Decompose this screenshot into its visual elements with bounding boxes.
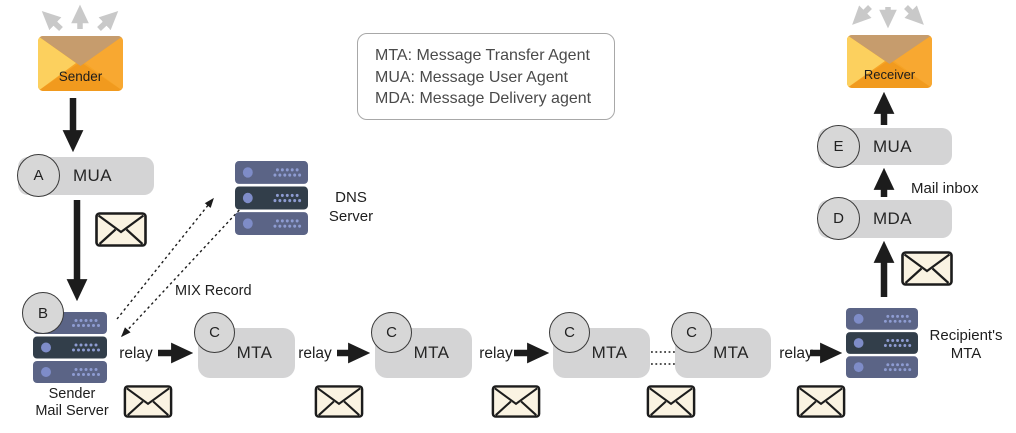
dns-server-icon [235, 161, 308, 235]
receiver-incoming-arrows-icon [852, 5, 924, 29]
node-mta-1-label: MTA [236, 343, 273, 362]
sender-label: Sender [58, 69, 103, 84]
node-mta-4-badge: C [671, 312, 712, 353]
legend-line-mua: MUA: Message User Agent [375, 68, 568, 86]
node-mta-1-badge: C [194, 312, 235, 353]
node-mda-d-label: MDA [873, 209, 912, 228]
node-mua-a-label: MUA [73, 166, 112, 185]
node-mta-4-label: MTA [713, 343, 749, 362]
mta-chain-continuation-dots [651, 351, 676, 365]
node-mta-3-badge: C [549, 312, 590, 353]
mail-envelope-icon [122, 385, 174, 423]
sender-mail-server-badge: B [22, 292, 64, 334]
mail-envelope-icon [795, 385, 847, 423]
legend-box: MTA: Message Transfer Agent MUA: Message… [357, 33, 615, 120]
mix-record-label: MIX Record [175, 283, 252, 299]
node-mta-2-badge: C [371, 312, 412, 353]
node-mua-e: E MUA [817, 125, 952, 168]
mail-envelope-icon [490, 385, 542, 423]
node-mua-a-badge: A [17, 154, 60, 197]
relay-label-2: relay [298, 345, 332, 362]
mail-envelope-icon [95, 212, 147, 252]
mail-inbox-label: Mail inbox [911, 180, 979, 197]
recipient-mta-label: Recipient's MTA [929, 327, 1003, 362]
node-mda-d-badge: D [817, 197, 860, 240]
receiver-label: Receiver [863, 67, 916, 82]
node-mta-2-label: MTA [413, 343, 450, 362]
legend-line-mta: MTA: Message Transfer Agent [375, 47, 590, 64]
receiver-envelope-icon: Receiver [847, 35, 932, 88]
sender-outgoing-arrows-icon [41, 4, 119, 32]
legend-line-mda: MDA: Message Delivery agent [375, 90, 592, 107]
dns-server-label: DNS Server [328, 189, 374, 225]
relay-label-3: relay [479, 345, 513, 362]
node-mua-e-label: MUA [873, 136, 912, 156]
mail-envelope-icon [901, 251, 953, 291]
node-mua-a: A MUA [17, 154, 154, 197]
node-mua-e-badge: E [817, 125, 860, 168]
sender-mail-server-label: Sender Mail Server [35, 386, 109, 420]
sender-envelope-icon: Sender [38, 36, 123, 91]
node-mta-2: C MTA [371, 312, 472, 378]
node-mta-3: C MTA [549, 312, 650, 378]
mail-envelope-icon [313, 385, 365, 423]
node-mda-d: D MDA [817, 197, 952, 240]
node-mta-3-label: MTA [591, 343, 628, 362]
node-mta-4: C MTA [671, 312, 771, 378]
recipient-mta-server-icon [846, 308, 918, 378]
relay-label-1: relay [119, 345, 153, 362]
node-mta-1: C MTA [194, 312, 295, 378]
mail-envelope-icon [645, 385, 697, 423]
relay-label-4: relay [779, 345, 813, 362]
